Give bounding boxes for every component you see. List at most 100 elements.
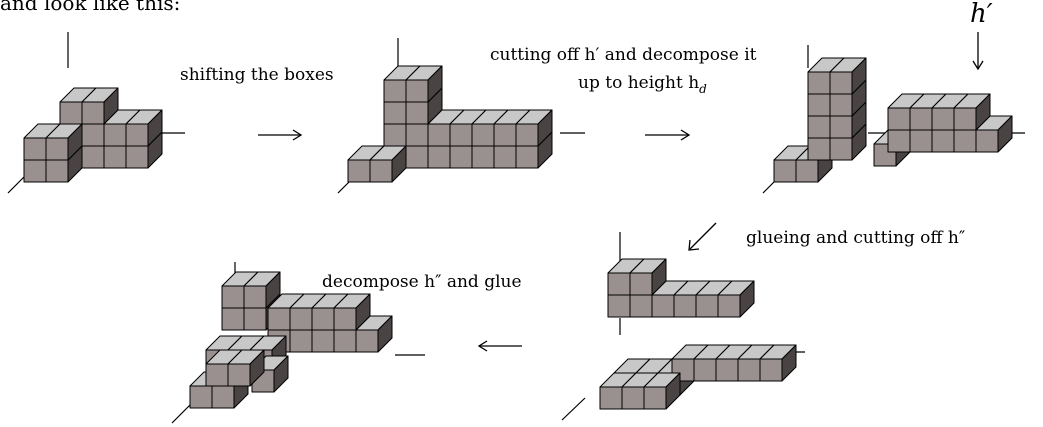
cube-front-face [695, 294, 719, 318]
cube-front-face [931, 129, 955, 153]
cube-front-face [311, 329, 335, 353]
cube-front-face [887, 107, 911, 131]
cube-front-face [23, 137, 47, 161]
cube-front-face [643, 386, 667, 410]
intro-fragment: and look like this: [0, 0, 180, 15]
cube-front-face [125, 123, 149, 147]
cube-front-face [829, 137, 853, 161]
cube-front-face [607, 272, 631, 296]
shifted-configuration [347, 65, 553, 183]
cube-front-face [759, 358, 783, 382]
unit-cube [227, 349, 265, 387]
unit-cube [81, 87, 119, 125]
cube-front-face [931, 107, 955, 131]
unit-cube [629, 258, 667, 296]
cube-front-face [829, 71, 853, 95]
cube-front-face [81, 145, 105, 169]
unit-cube [643, 372, 681, 410]
cube-front-face [405, 145, 429, 169]
final-configuration [189, 271, 393, 409]
cube-front-face [405, 101, 429, 125]
label-up-to-height: up to height hd [578, 73, 707, 96]
cube-layers [23, 57, 1013, 410]
label-decompose-glue: decompose h″ and glue [322, 272, 522, 292]
cube-front-face [953, 129, 977, 153]
unit-cube [45, 123, 83, 161]
cube-front-face [493, 145, 517, 169]
cube-front-face [405, 79, 429, 103]
cube-front-face [227, 363, 251, 387]
cube-front-face [795, 159, 819, 183]
cube-front-face [189, 385, 213, 409]
cube-front-face [369, 159, 393, 183]
cube-front-face [355, 329, 379, 353]
cube-front-face [289, 307, 313, 331]
cube-front-face [975, 129, 999, 153]
cube-front-face [23, 159, 47, 183]
cube-front-face [829, 93, 853, 117]
cut-configuration-left [773, 57, 867, 183]
cube-front-face [289, 329, 313, 353]
cube-front-face [515, 123, 539, 147]
cube-front-face [515, 145, 539, 169]
cube-front-face [807, 137, 831, 161]
cube-front-face [221, 307, 245, 331]
cube-front-face [45, 137, 69, 161]
cube-front-face [829, 115, 853, 139]
down-arrow [972, 32, 984, 71]
cube-front-face [103, 145, 127, 169]
cube-front-face [887, 129, 911, 153]
cube-front-face [621, 386, 645, 410]
cube-front-face [693, 358, 717, 382]
cube-front-face [205, 363, 229, 387]
cube-front-face [311, 307, 335, 331]
unit-cube [125, 109, 163, 147]
cube-front-face [953, 107, 977, 131]
cut-configuration-h-prime [873, 93, 1013, 167]
cube-front-face [651, 294, 675, 318]
glued-configuration-lower [599, 344, 797, 410]
cube-front-face [607, 294, 631, 318]
cube-front-face [383, 79, 407, 103]
label-cutting-off: cutting off h′ and decompose it [490, 45, 757, 65]
long-left-arrow [477, 340, 522, 352]
long-right-arrow [258, 129, 303, 141]
cube-front-face [909, 107, 933, 131]
cube-front-face [383, 101, 407, 125]
cube-front-face [211, 385, 235, 409]
unit-cube [717, 280, 755, 318]
cube-front-face [717, 294, 741, 318]
cube-front-face [45, 159, 69, 183]
cube-front-face [243, 307, 267, 331]
cube-front-face [427, 145, 451, 169]
cube-front-face [243, 285, 267, 309]
cube-front-face [81, 123, 105, 147]
cube-front-face [909, 129, 933, 153]
cube-front-face [333, 307, 357, 331]
cube-front-face [405, 123, 429, 147]
cube-front-face [347, 159, 371, 183]
cube-front-face [471, 145, 495, 169]
label-h-prime: h′ [970, 0, 993, 29]
unit-cube [333, 293, 371, 331]
cube-front-face [629, 294, 653, 318]
cube-front-face [807, 115, 831, 139]
cube-front-face [807, 71, 831, 95]
glued-configuration-upper [607, 258, 755, 318]
cube-front-face [629, 272, 653, 296]
initial-configuration [23, 87, 163, 183]
unit-cube [355, 315, 393, 353]
cube-front-face [81, 101, 105, 125]
cube-front-face [267, 307, 291, 331]
cube-front-face [737, 358, 761, 382]
cube-front-face [103, 123, 127, 147]
cube-front-face [599, 386, 623, 410]
cube-front-face [493, 123, 517, 147]
unit-cube [975, 115, 1013, 153]
unit-cube [953, 93, 991, 131]
down-left-arrow [688, 222, 717, 251]
unit-cube [829, 57, 867, 95]
label-shifting-boxes: shifting the boxes [180, 65, 334, 85]
long-right-arrow [645, 129, 691, 141]
